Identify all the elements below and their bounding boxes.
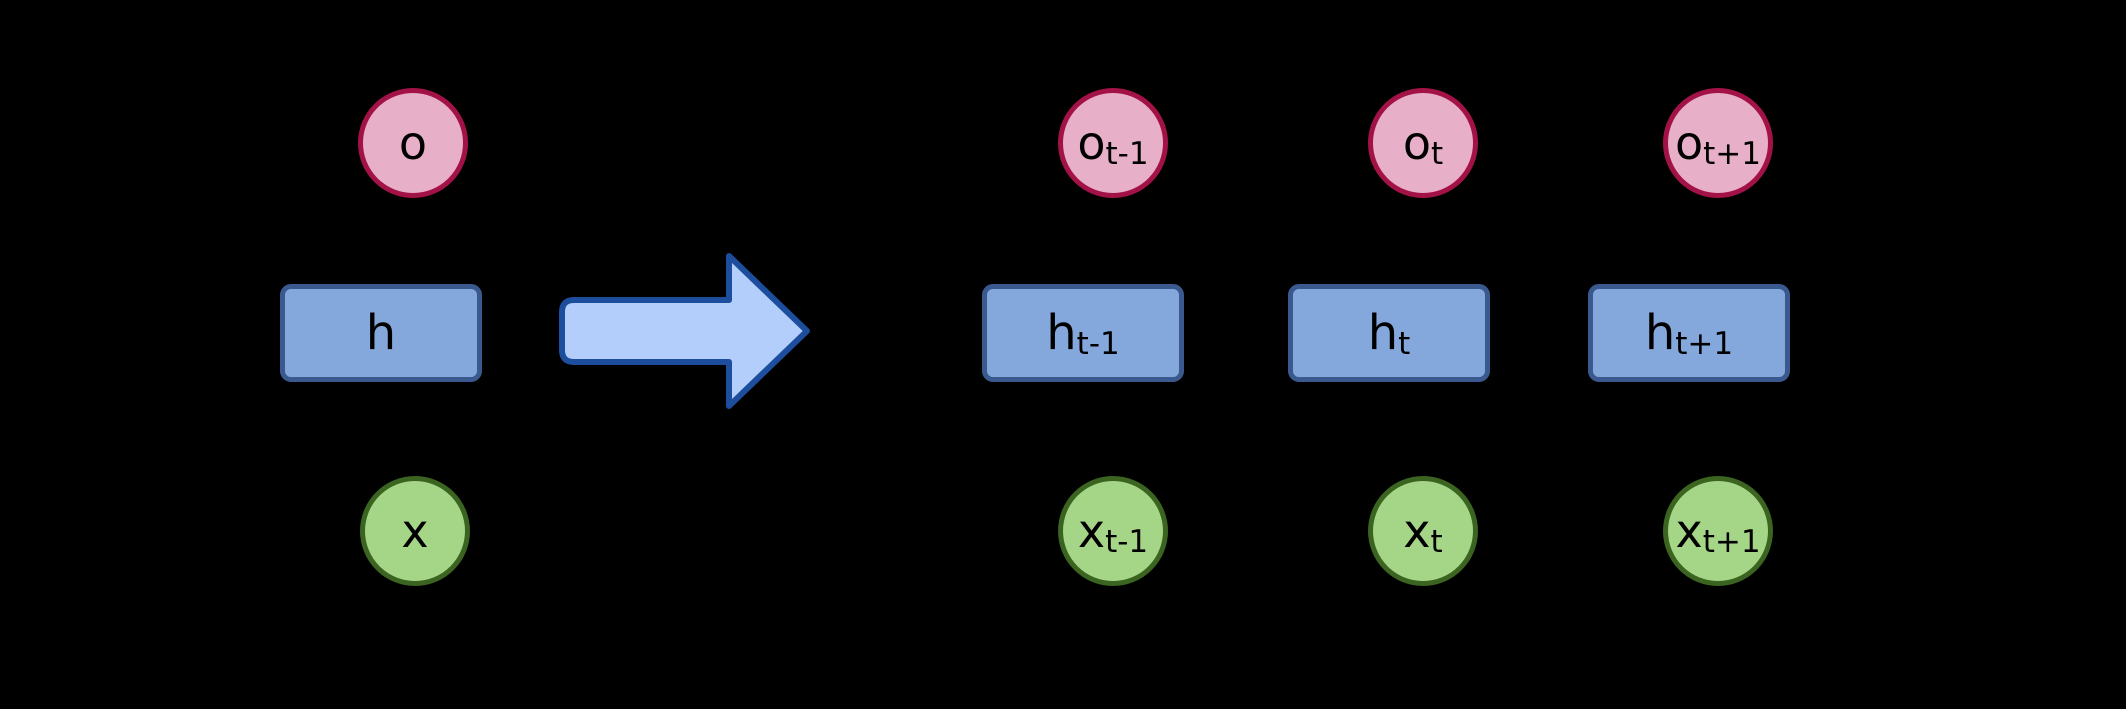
- hidden-node-label: ht-1: [1046, 305, 1120, 362]
- hidden-node-label: ht: [1367, 305, 1411, 362]
- input-node-t: xt: [1368, 476, 1478, 586]
- output-node-label: ot: [1402, 116, 1444, 172]
- output-node-t-minus-1: ot-1: [1058, 88, 1168, 198]
- output-node-folded: o: [358, 88, 468, 198]
- input-node-label: x: [401, 504, 429, 558]
- hidden-node-t-plus-1: ht+1: [1588, 284, 1790, 382]
- hidden-node-t: ht: [1288, 284, 1490, 382]
- input-node-t-plus-1: xt+1: [1663, 476, 1773, 586]
- output-node-t-plus-1: ot+1: [1663, 88, 1773, 198]
- hidden-node-t-minus-1: ht-1: [982, 284, 1184, 382]
- output-node-label: ot-1: [1077, 116, 1149, 172]
- hidden-node-label: ht+1: [1644, 305, 1734, 362]
- input-node-label: xt: [1403, 504, 1443, 560]
- hidden-node-label: h: [365, 305, 397, 361]
- unfold-arrow-icon: [559, 253, 810, 409]
- output-node-label: ot+1: [1674, 116, 1761, 172]
- input-node-label: xt+1: [1675, 504, 1761, 560]
- output-node-label: o: [398, 116, 428, 170]
- input-node-label: xt-1: [1077, 504, 1149, 560]
- hidden-node-folded: h: [280, 284, 482, 382]
- output-node-t: ot: [1368, 88, 1478, 198]
- input-node-folded: x: [360, 476, 470, 586]
- input-node-t-minus-1: xt-1: [1058, 476, 1168, 586]
